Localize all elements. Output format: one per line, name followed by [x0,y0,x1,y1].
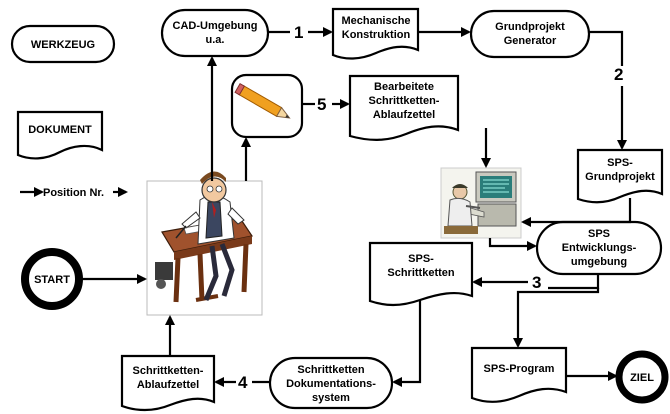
node-edited-sheet: Bearbeitete Schrittketten- Ablaufzettel [348,74,460,141]
step-4: 4 [238,373,248,392]
legend-document-label: DOKUMENT [28,124,92,136]
node-plc-chains: SPS- Schrittketten [368,241,474,307]
node-plc-base-line-1: SPS- [607,157,633,169]
node-mechanical-line-1: Mechanische [341,15,410,27]
arrow-operator-to-plc-env [488,238,537,251]
legend-tool-label: WERKZEUG [31,39,95,51]
step-2: 2 [614,65,623,84]
arrow-plc-env-to-chains [548,274,600,290]
node-doc-system-line-2: Dokumentations- [286,378,376,390]
node-plc-base-line-2: Grundprojekt [585,171,655,183]
step-3: 3 [532,273,541,292]
arrow-plc-base-to-operator [521,198,632,227]
node-chain-sheet: Schrittketten- Ablaufzettel [120,354,216,412]
node-cad-line-2: u.a. [206,34,225,46]
node-edited-sheet-line-2: Schrittketten- [369,95,440,107]
step-1: 1 [294,23,303,42]
legend-document: DOKUMENT [16,110,104,160]
node-plc-program-label: SPS-Program [484,363,555,375]
node-edited-sheet-line-3: Ablaufzettel [373,109,435,121]
node-start-label: START [34,274,70,286]
arrow-plc-env-to-program [513,288,600,348]
arrow-generator-to-plc-base [589,30,624,66]
legend-tool: WERKZEUG [10,24,116,64]
node-plc-base: SPS- Grundprojekt [576,148,664,204]
node-chain-sheet-line-1: Schrittketten- [133,365,204,377]
node-mechanical: Mechanische Konstruktion [331,7,420,60]
node-generator-line-1: Grundprojekt [495,21,565,33]
node-plc-env: SPS Entwicklungs- umgebung [535,220,663,276]
node-doc-system-line-1: Schrittketten [297,364,365,376]
node-plc-env-line-1: SPS [588,228,610,240]
node-plc-env-line-3: umgebung [571,256,627,268]
node-cad: CAD-Umgebung u.a. [160,8,270,58]
node-generator-line-2: Generator [504,35,557,47]
pencil-icon [234,82,291,119]
pencil-tool [230,73,304,139]
node-doc-system: Schrittketten Dokumentations- system [268,356,394,410]
node-chain-sheet-line-2: Ablaufzettel [137,379,199,391]
node-doc-system-line-3: system [312,392,350,404]
node-cad-line-1: CAD-Umgebung [173,20,258,32]
node-start: START [21,248,83,310]
node-edited-sheet-line-1: Bearbeitete [374,81,434,93]
node-goal: ZIEL [615,350,669,404]
node-mechanical-line-2: Konstruktion [342,29,411,41]
node-goal-label: ZIEL [630,372,654,384]
operator-at-computer-illustration [440,167,522,239]
node-plc-program: SPS-Program [470,346,568,403]
node-generator: Grundprojekt Generator [469,9,591,59]
node-plc-chains-line-2: Schrittketten [387,267,455,279]
engineer-at-desk-illustration [146,171,263,316]
legend-position-label: Position Nr. [43,187,104,199]
node-plc-chains-line-1: SPS- [408,253,434,265]
legend-position: Position Nr. [20,187,128,199]
node-plc-env-line-2: Entwicklungs- [562,242,637,254]
step-5: 5 [317,95,326,114]
arrow-chains-to-doc-system [392,300,422,387]
